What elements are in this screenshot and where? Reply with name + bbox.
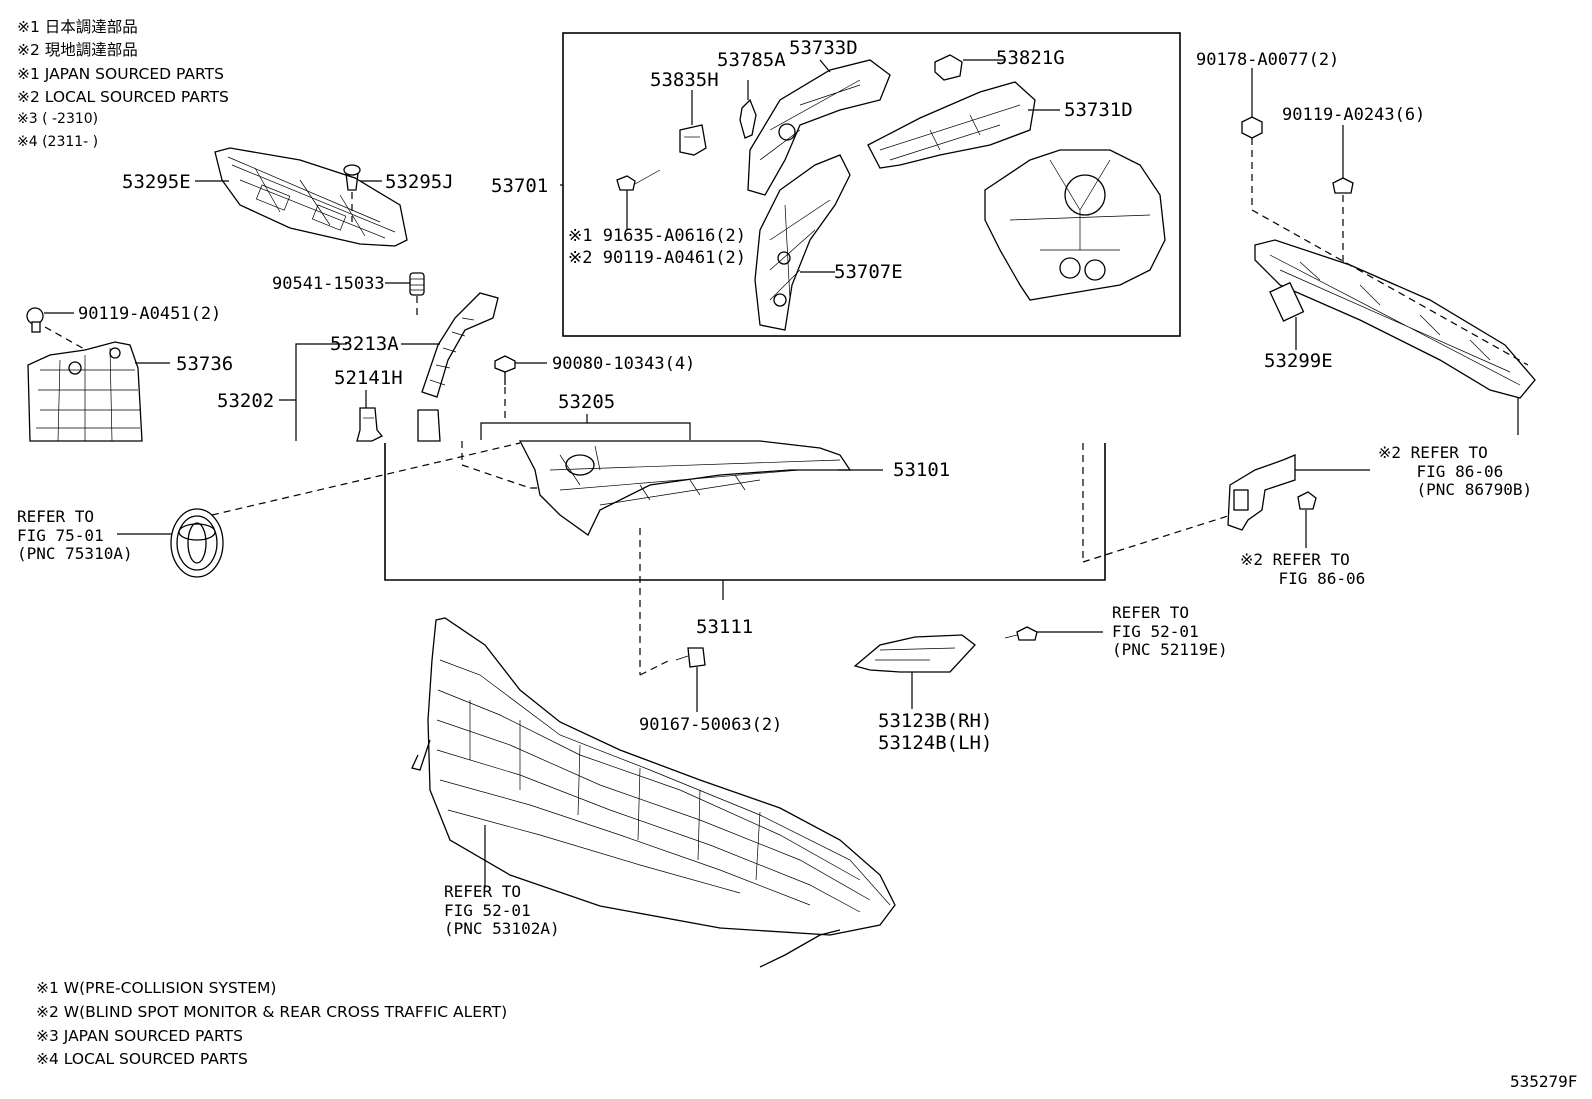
part-53299E-pad	[1269, 281, 1305, 322]
note-top-6: ※4 (2311- )	[17, 134, 99, 150]
label-90178-A0077: 90178-A0077(2)	[1196, 50, 1340, 70]
label-53205: 53205	[558, 391, 616, 413]
part-53295J-clip	[343, 164, 361, 191]
part-53213A-support	[421, 292, 499, 398]
part-53736-panel	[27, 341, 143, 442]
part-90080-10343-bolt	[494, 355, 516, 385]
ref-fig-86-06: ※2 REFER TO FIG 86-06	[1240, 550, 1366, 588]
label-53101: 53101	[893, 459, 951, 481]
label-90080-10343: 90080-10343(4)	[552, 354, 696, 374]
ref-fig-52-01-pnc53102: REFER TO FIG 52-01 (PNC 53102A)	[444, 882, 560, 938]
label-53821G: 53821G	[996, 47, 1065, 69]
ref-fig-86-06-pnc: ※2 REFER TO FIG 86-06 (PNC 86790B)	[1378, 443, 1533, 499]
note-bottom-3: ※3 JAPAN SOURCED PARTS	[36, 1027, 243, 1045]
ref-fig-52-01-pnc52119: REFER TO FIG 52-01 (PNC 52119E)	[1112, 603, 1228, 659]
label-90541-15033: 90541-15033	[272, 274, 385, 294]
part-53731D-apron	[867, 81, 1036, 169]
label-53124B-LH: 53124B(LH)	[878, 732, 993, 754]
part-emblem	[170, 508, 224, 578]
note-bottom-1: ※1 W(PRE-COLLISION SYSTEM)	[36, 979, 277, 997]
label-53701: 53701	[491, 175, 549, 197]
label-53733D: 53733D	[789, 37, 858, 59]
label-53835H: 53835H	[650, 69, 719, 91]
part-sensor-bracket	[1227, 454, 1296, 531]
label-52141H: 52141H	[334, 367, 403, 389]
label-53295E: 53295E	[122, 171, 191, 193]
label-diagram-id: 535279F	[1510, 1072, 1578, 1091]
part-wheelhouse-assembly	[984, 149, 1166, 301]
ref-fig-75-01: REFER TO FIG 75-01 (PNC 75310A)	[17, 507, 133, 563]
note-top-5: ※3 ( -2310)	[17, 111, 99, 127]
part-53821G-clip	[934, 54, 963, 81]
label-90119-A0451: 90119-A0451(2)	[78, 304, 222, 324]
note-top-3: ※1 JAPAN SOURCED PARTS	[17, 65, 224, 83]
note-bottom-2: ※2 W(BLIND SPOT MONITOR & REAR CROSS TRA…	[36, 1003, 508, 1021]
label-53299E: 53299E	[1264, 350, 1333, 372]
part-90541-15033-bumper	[409, 272, 425, 296]
part-support-beam	[1254, 239, 1536, 399]
note-bottom-4: ※4 LOCAL SOURCED PARTS	[36, 1050, 248, 1068]
label-53707E: 53707E	[834, 261, 903, 283]
label-91635-A0616: ※1 91635-A0616(2)	[568, 226, 747, 246]
note-top-4: ※2 LOCAL SOURCED PARTS	[17, 88, 229, 106]
label-53736: 53736	[176, 353, 234, 375]
part-53835H-bracket	[679, 124, 707, 156]
group-53111-frame	[384, 443, 1106, 581]
part-53123B-53124B-seal	[853, 634, 976, 673]
label-90119-A0461: ※2 90119-A0461(2)	[568, 248, 747, 268]
label-53202: 53202	[217, 390, 275, 412]
label-53295J: 53295J	[385, 171, 454, 193]
label-53785A: 53785A	[717, 49, 786, 71]
part-90119-A0451-screw	[26, 307, 44, 333]
emblem-leader-line	[211, 442, 521, 516]
label-90119-A0243: 90119-A0243(6)	[1282, 105, 1426, 125]
part-53101-radiator-support	[518, 440, 852, 536]
part-53295E-cover	[214, 147, 408, 247]
label-53213A: 53213A	[330, 333, 399, 355]
note-top-1: ※1 日本調達部品	[17, 18, 138, 36]
part-53733D-apron	[747, 59, 891, 196]
part-53707E-apron	[754, 154, 851, 331]
part-90167-50063-clip	[675, 647, 706, 668]
label-53731D: 53731D	[1064, 99, 1133, 121]
label-53111: 53111	[696, 616, 754, 638]
label-90167-50063: 90167-50063(2)	[639, 715, 783, 735]
label-53123B-RH: 53123B(RH)	[878, 710, 993, 732]
note-top-2: ※2 現地調達部品	[17, 41, 138, 59]
part-52141H-bracket	[356, 407, 384, 442]
part-front-grille	[411, 617, 896, 968]
